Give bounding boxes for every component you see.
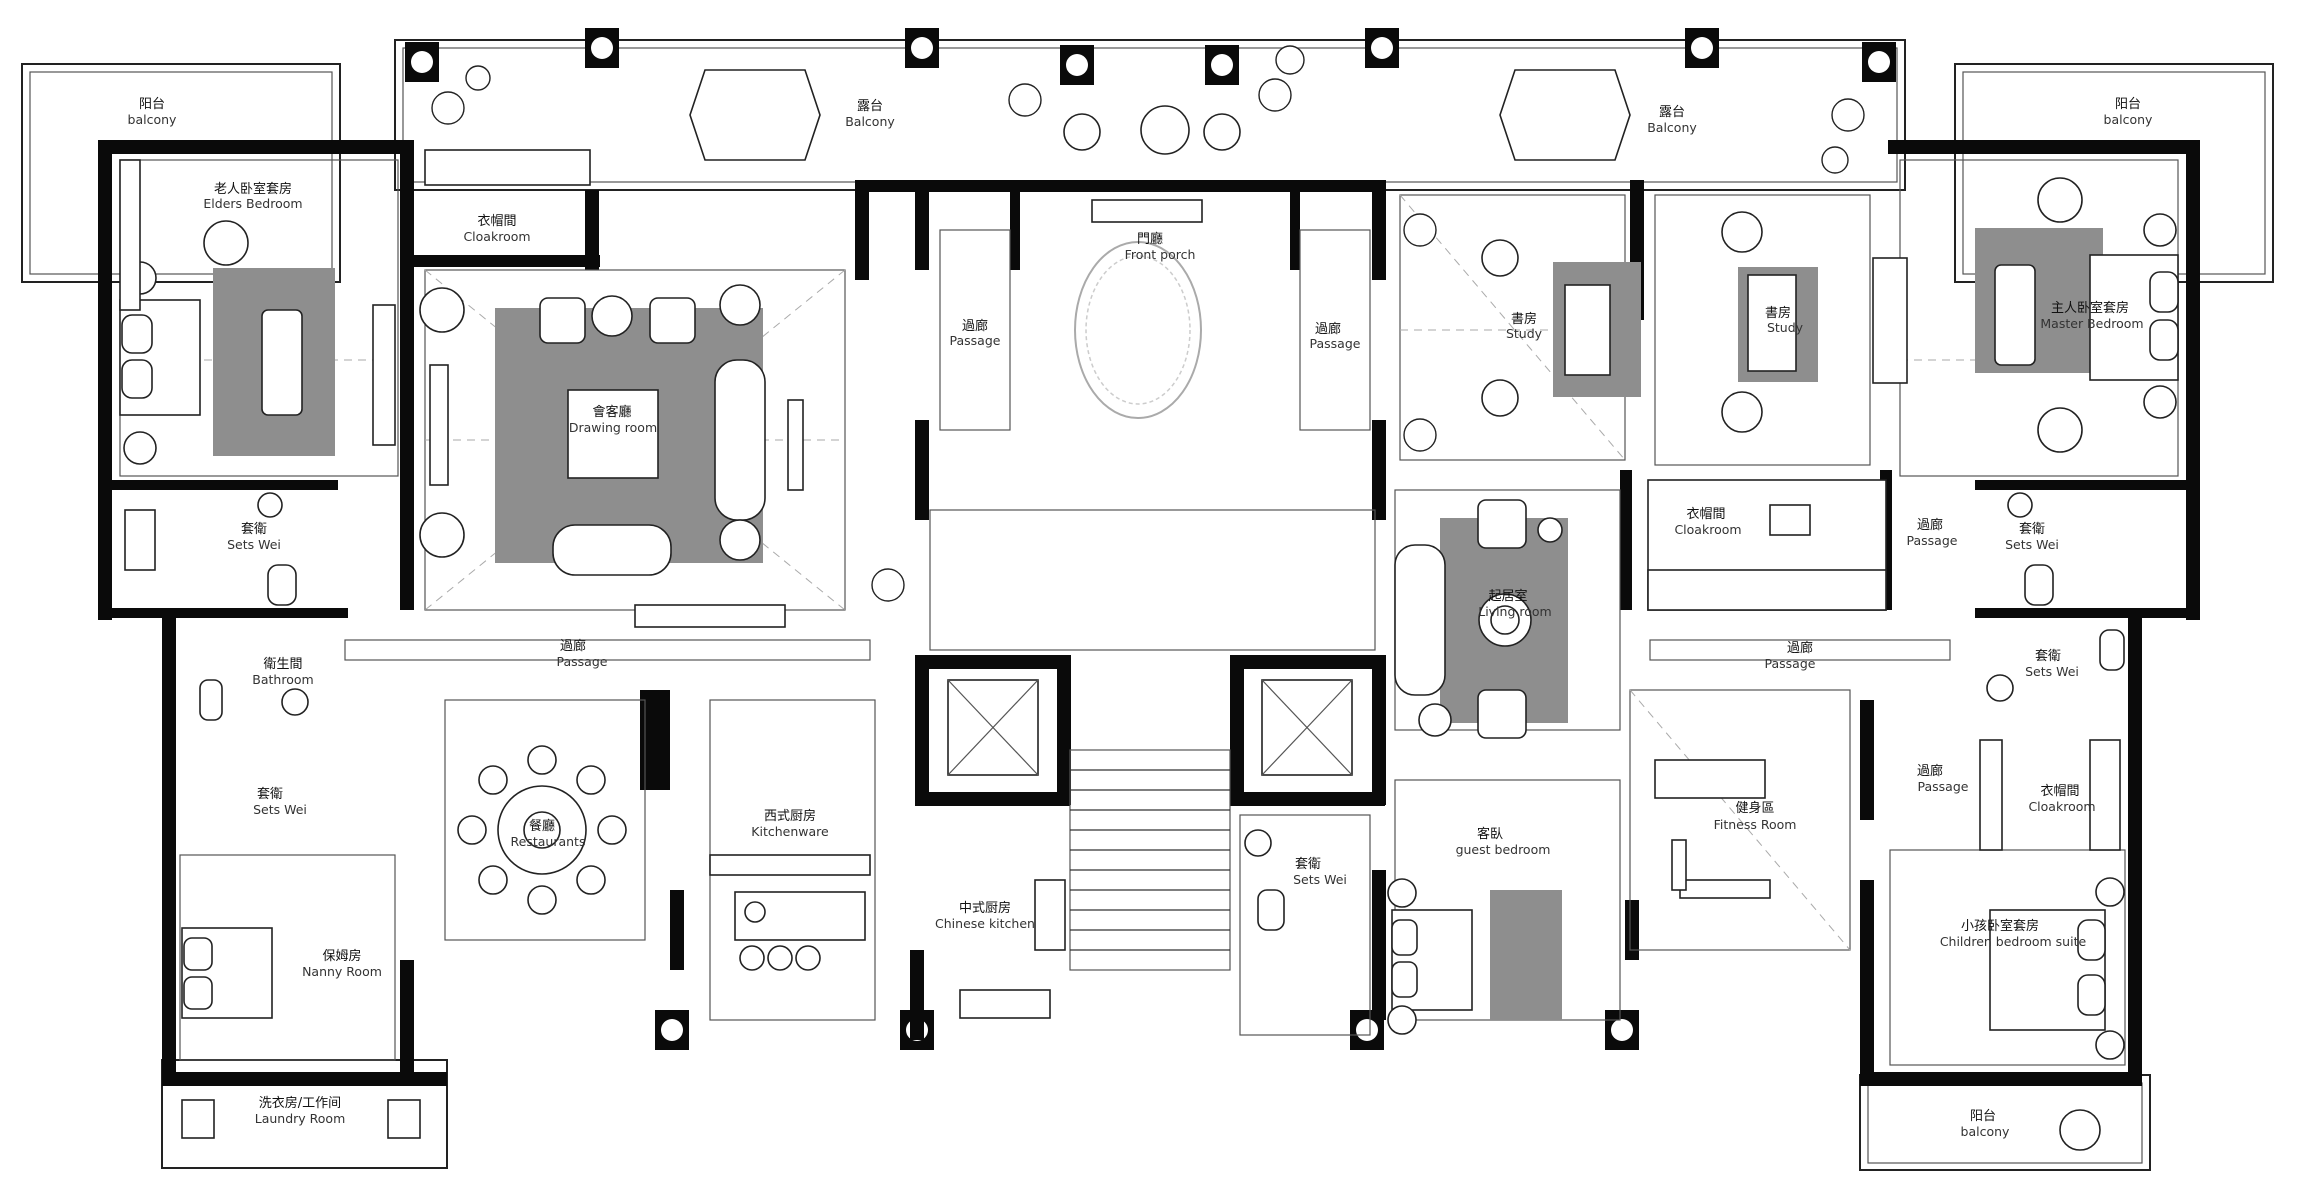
passage-ne-zh: 過廊 — [1917, 517, 1943, 533]
sets-wei-2-zh: 套衛 — [2019, 521, 2045, 537]
nanny-room-en: Nanny Room — [302, 964, 382, 979]
cloakroom-se-en: Cloakroom — [2028, 799, 2095, 814]
study-2-zh: 書房 — [1765, 305, 1791, 321]
nanny-room-zh: 保姆房 — [322, 948, 361, 964]
restaurants-en: Restaurants — [511, 834, 586, 849]
restaurants-zh: 餐廳 — [529, 818, 555, 834]
terrace-w-zh: 露台 — [857, 99, 883, 114]
children-bedroom-zh: 小孩卧室套房 — [1961, 918, 2039, 934]
passage-center-e-en: Passage — [1765, 656, 1816, 671]
master-bedroom-zh: 主人卧室套房 — [2051, 300, 2129, 316]
fitness-room-zh: 健身區 — [1735, 800, 1774, 816]
cloakroom-e-en: Cloakroom — [1674, 522, 1741, 537]
drawing-room-en: Drawing room — [569, 420, 657, 435]
elders-bedroom-zh: 老人卧室套房 — [214, 181, 292, 197]
sets-wei-5-zh: 套衛 — [1295, 856, 1321, 872]
kitchenware-en: Kitchenware — [751, 824, 829, 839]
passage-w-en: Passage — [950, 333, 1001, 348]
sets-wei-1-zh: 套衛 — [241, 521, 267, 537]
guest-bedroom-zh: 客臥 — [1477, 826, 1503, 842]
plants — [431, 45, 1865, 602]
passage-se-en: Passage — [1918, 779, 1969, 794]
front-porch-zh: 門廳 — [1137, 231, 1163, 247]
sets-wei-4-en: Sets Wei — [253, 802, 307, 817]
sets-wei-5-en: Sets Wei — [1293, 872, 1347, 887]
chinese-kitchen-zh: 中式厨房 — [959, 900, 1011, 916]
front-porch-en: Front porch — [1125, 247, 1196, 262]
bathroom-zh: 衛生間 — [263, 657, 302, 672]
fitness-room-en: Fitness Room — [1714, 817, 1797, 832]
drawing-room-zh: 會客廳 — [592, 404, 631, 420]
sets-wei-4-zh: 套衛 — [257, 786, 283, 802]
passage-e-en: Passage — [1310, 336, 1361, 351]
passage-center-w-en: Passage — [557, 654, 608, 669]
stair-treads — [1070, 769, 1230, 951]
balcony-nw-zh: 阳台 — [139, 97, 165, 112]
laundry-room-zh: 洗衣房/工作间 — [259, 1095, 341, 1111]
balcony-se-en: balcony — [1961, 1124, 2011, 1139]
sets-wei-2-en: Sets Wei — [2005, 537, 2059, 552]
sets-wei-3-en: Sets Wei — [2025, 664, 2079, 679]
balcony-ne-zh: 阳台 — [2115, 97, 2141, 112]
terrace-e-zh: 露台 — [1659, 105, 1685, 120]
living-room-zh: 起居室 — [1488, 588, 1527, 604]
sets-wei-1-en: Sets Wei — [227, 537, 281, 552]
passage-e-zh: 過廊 — [1315, 321, 1341, 337]
room-labels: 阳台 balcony 露台 Balcony 露台 Balcony 阳台 balc… — [128, 97, 2154, 1139]
terrace-e-en: Balcony — [1647, 120, 1697, 135]
passage-w-zh: 過廊 — [962, 318, 988, 334]
passage-center-e-zh: 過廊 — [1787, 640, 1813, 656]
passage-ne-en: Passage — [1907, 533, 1958, 548]
cloakroom-se-zh: 衣帽間 — [2040, 783, 2079, 799]
kitchenware-zh: 西式厨房 — [764, 808, 816, 824]
living-room-en: Living room — [1478, 604, 1551, 619]
children-bedroom-en: Children bedroom suite — [1940, 934, 2087, 949]
cloakroom-e-zh: 衣帽間 — [1686, 506, 1725, 522]
guest-bedroom-en: guest bedroom — [1456, 842, 1551, 857]
elders-bedroom-en: Elders Bedroom — [203, 196, 302, 211]
master-bedroom-en: Master Bedroom — [2040, 316, 2143, 331]
study-1-en: Study — [1506, 326, 1543, 341]
passage-se-zh: 過廊 — [1917, 763, 1943, 779]
terrace-w-en: Balcony — [845, 114, 895, 129]
exterior-walls — [98, 140, 2200, 1086]
passage-center-w-zh: 過廊 — [560, 638, 586, 654]
balcony-ne-en: balcony — [2104, 112, 2154, 127]
furniture — [119, 69, 2179, 1151]
interior-walls — [98, 190, 2200, 1040]
balcony-nw-en: balcony — [128, 112, 178, 127]
chinese-kitchen-en: Chinese kitchen — [935, 916, 1035, 931]
terrace-columns — [405, 28, 1896, 1050]
study-2-en: Study — [1767, 320, 1804, 335]
cloakroom-w-zh: 衣帽間 — [477, 213, 516, 229]
bathroom-en: Bathroom — [252, 672, 313, 687]
study-1-zh: 書房 — [1511, 311, 1537, 327]
cloakroom-w-en: Cloakroom — [463, 229, 530, 244]
sets-wei-3-zh: 套衛 — [2035, 648, 2061, 664]
laundry-room-en: Laundry Room — [255, 1111, 346, 1126]
balcony-se-zh: 阳台 — [1970, 1109, 1996, 1124]
